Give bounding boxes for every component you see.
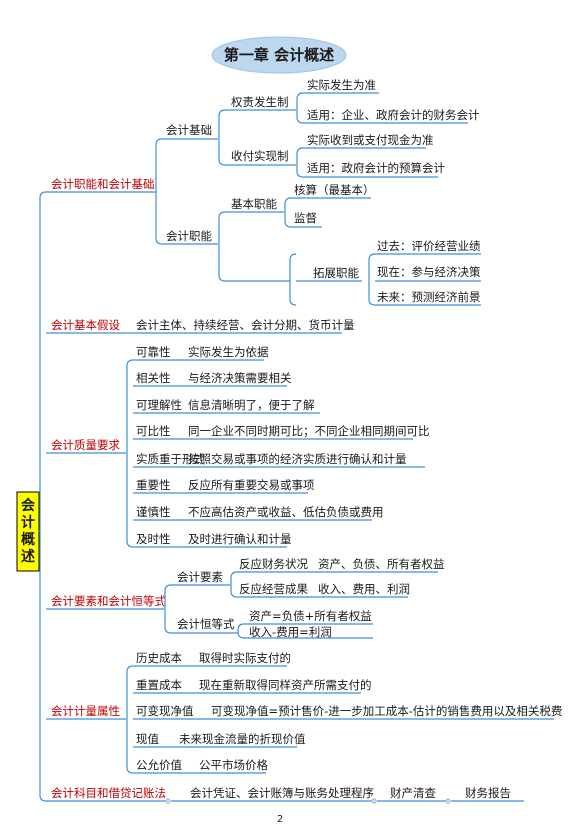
branch-quality: 会计质量要求: [51, 438, 120, 452]
node-cash: 收付实现制: [231, 149, 289, 163]
factors-item-1-desc: 资产、负债、所有者权益: [318, 557, 445, 571]
assumptions-text: 会计主体、持续经营、会计分期、货币计量: [136, 318, 355, 332]
branch1-bracket: [155, 138, 163, 245]
measurement-item-name: 现值: [136, 732, 159, 746]
node-basis: 会计基础: [166, 123, 212, 137]
root-char-2: 计: [21, 514, 35, 531]
factors-item-2-name: 反应经营成果: [239, 582, 308, 596]
equation-item-1: 资产=负债+所有者权益: [249, 609, 372, 623]
node-functions: 会计职能: [166, 229, 212, 243]
extended-item-1: 过去：评价经营业绩: [377, 239, 481, 253]
title-bubble: [211, 36, 347, 74]
page-title: 第一章 会计概述: [224, 46, 334, 64]
equation-item-2: 收入-费用=利润: [249, 625, 332, 639]
root-char-4: 述: [21, 548, 35, 565]
spine-line: [39, 191, 47, 802]
quality-item-desc: 及时进行确认和计量: [188, 532, 292, 546]
basic-item-2: 监督: [294, 211, 317, 225]
quality-item-desc: 反应所有重要交易或事项: [188, 478, 315, 492]
branch-measurement: 会计计量属性: [51, 704, 120, 718]
page-number: 2: [277, 814, 283, 825]
basic-item-1: 核算（最基本）: [294, 183, 375, 197]
branch-duties-basis: 会计职能和会计基础: [51, 177, 155, 191]
accounts-item-2: 财产清查: [390, 786, 436, 800]
node-accrual: 权责发生制: [231, 95, 289, 109]
extended-item-2: 现在：参与经济决策: [377, 265, 481, 279]
quality-item-name: 相关性: [136, 371, 171, 385]
quality-item-desc: 信息清晰明了，便于了解: [188, 398, 315, 412]
cash-item-1: 实际收到或支付现金为准: [307, 133, 434, 147]
quality-item-name: 实质重于形式: [136, 452, 205, 466]
quality-item-name: 可比性: [136, 424, 171, 438]
factors-item-2-desc: 收入、费用、利润: [318, 582, 410, 596]
accounts-item-1: 会计凭证、会计账簿与账务处理程序: [190, 786, 374, 800]
extended-item-3: 未来：预测经济前景: [377, 290, 481, 304]
measurement-item-desc: 取得时实际支付的: [199, 651, 291, 665]
measurement-item-name: 可变现净值: [136, 704, 194, 718]
measurement-item-desc: 现在重新取得同样资产所需支付的: [199, 678, 372, 692]
quality-bracket: [126, 359, 134, 548]
measurement-item-name: 重置成本: [136, 678, 182, 692]
factors-item-1-name: 反应财务状况: [239, 557, 308, 571]
quality-item-name: 谨慎性: [136, 505, 171, 519]
quality-item-desc: 按照交易或事项的经济实质进行确认和计量: [188, 452, 407, 466]
quality-item-name: 及时性: [136, 532, 171, 546]
measurement-bracket: [126, 665, 134, 774]
node-extended-function: 拓展职能: [313, 266, 359, 280]
root-char-3: 概: [21, 531, 35, 548]
measurement-item-name: 历史成本: [136, 651, 182, 665]
accounts-item-3: 财务报告: [465, 786, 511, 800]
measurement-item-desc: 可变现净值=预计售价-进一步加工成本-估计的销售费用以及相关税费: [211, 704, 562, 718]
quality-item-desc: 实际发生为依据: [188, 345, 269, 359]
accrual-item-2: 适用：企业、政府会计的财务会计: [307, 108, 480, 122]
measurement-item-desc: 公平市场价格: [199, 758, 268, 772]
quality-list: 可靠性 实际发生为依据相关性 与经济决策需要相关可理解性信息清晰明了，便于了解可比性…: [133, 345, 430, 548]
quality-item-name: 重要性: [136, 478, 171, 492]
node-equation: 会计恒等式: [177, 617, 235, 631]
accrual-item-1: 实际发生为准: [307, 78, 376, 92]
measurement-item-desc: 未来现金流量的折现价值: [179, 732, 306, 746]
quality-item-desc: 不应高估资产或收益、低估负债或费用: [188, 505, 384, 519]
cash-item-2: 适用：政府会计的预算会计: [307, 161, 445, 175]
basis-bracket: [218, 109, 226, 166]
node-factors: 会计要素: [177, 570, 223, 584]
quality-item-desc: 同一企业不同时期可比；不同企业相同期间可比: [188, 424, 430, 438]
root-char-1: 会: [21, 497, 36, 514]
quality-item-desc: 与经济决策需要相关: [188, 371, 292, 385]
functions-bracket: [218, 211, 226, 282]
node-basic-function: 基本职能: [231, 197, 277, 211]
quality-item-name: 可理解性: [136, 398, 182, 412]
branch-elements: 会计要素和会计恒等式: [51, 594, 166, 608]
branch-accounts: 会计科目和借贷记账法: [51, 786, 166, 800]
elements-bracket: [164, 584, 172, 634]
branch-assumptions: 会计基本假设: [51, 318, 120, 332]
quality-item-name: 可靠性: [136, 345, 171, 359]
measurement-item-name: 公允价值: [136, 758, 182, 772]
